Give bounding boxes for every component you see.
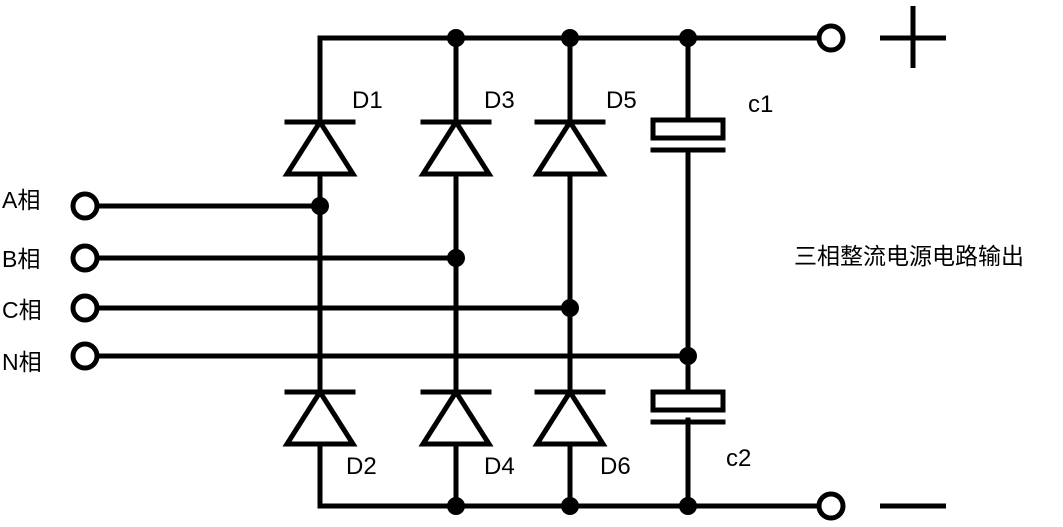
junction-node [561, 299, 579, 317]
label-d1: D1 [352, 87, 383, 114]
capacitor-c2 [650, 389, 726, 425]
junction-node [679, 347, 697, 365]
phase-a-terminal [70, 191, 100, 221]
phase-n-terminal [70, 341, 100, 371]
diode-d3 [418, 117, 494, 177]
diode-d6 [532, 387, 608, 447]
junction-node [447, 29, 465, 47]
label-phase-c: C相 [2, 297, 42, 323]
junction-node [679, 497, 697, 515]
capacitor-c1 [650, 117, 726, 153]
positive-sign-icon [880, 6, 946, 68]
negative-output-terminal [816, 491, 846, 521]
diode-d2 [282, 387, 358, 447]
phase-b-terminal [70, 243, 100, 273]
junction-node [447, 249, 465, 267]
label-c1: c1 [748, 91, 773, 118]
junction-node [447, 497, 465, 515]
label-d4: D4 [484, 453, 515, 480]
phase-c-terminal [70, 293, 100, 323]
diode-d1 [282, 117, 358, 177]
junction-node [679, 29, 697, 47]
diode-d4 [418, 387, 494, 447]
label-c2: c2 [726, 445, 751, 472]
label-d3: D3 [484, 87, 515, 114]
label-d2: D2 [346, 453, 377, 480]
label-d5: D5 [606, 87, 637, 114]
diagram-title: 三相整流电源电路输出 [794, 243, 1024, 269]
label-phase-n: N相 [2, 349, 42, 375]
junction-node [561, 497, 579, 515]
positive-output-terminal [816, 23, 846, 53]
label-d6: D6 [600, 453, 631, 480]
junction-node [561, 29, 579, 47]
label-phase-a: A相 [2, 187, 40, 213]
label-phase-b: B相 [2, 246, 40, 272]
junction-node [311, 197, 329, 215]
diode-d5 [532, 117, 608, 177]
